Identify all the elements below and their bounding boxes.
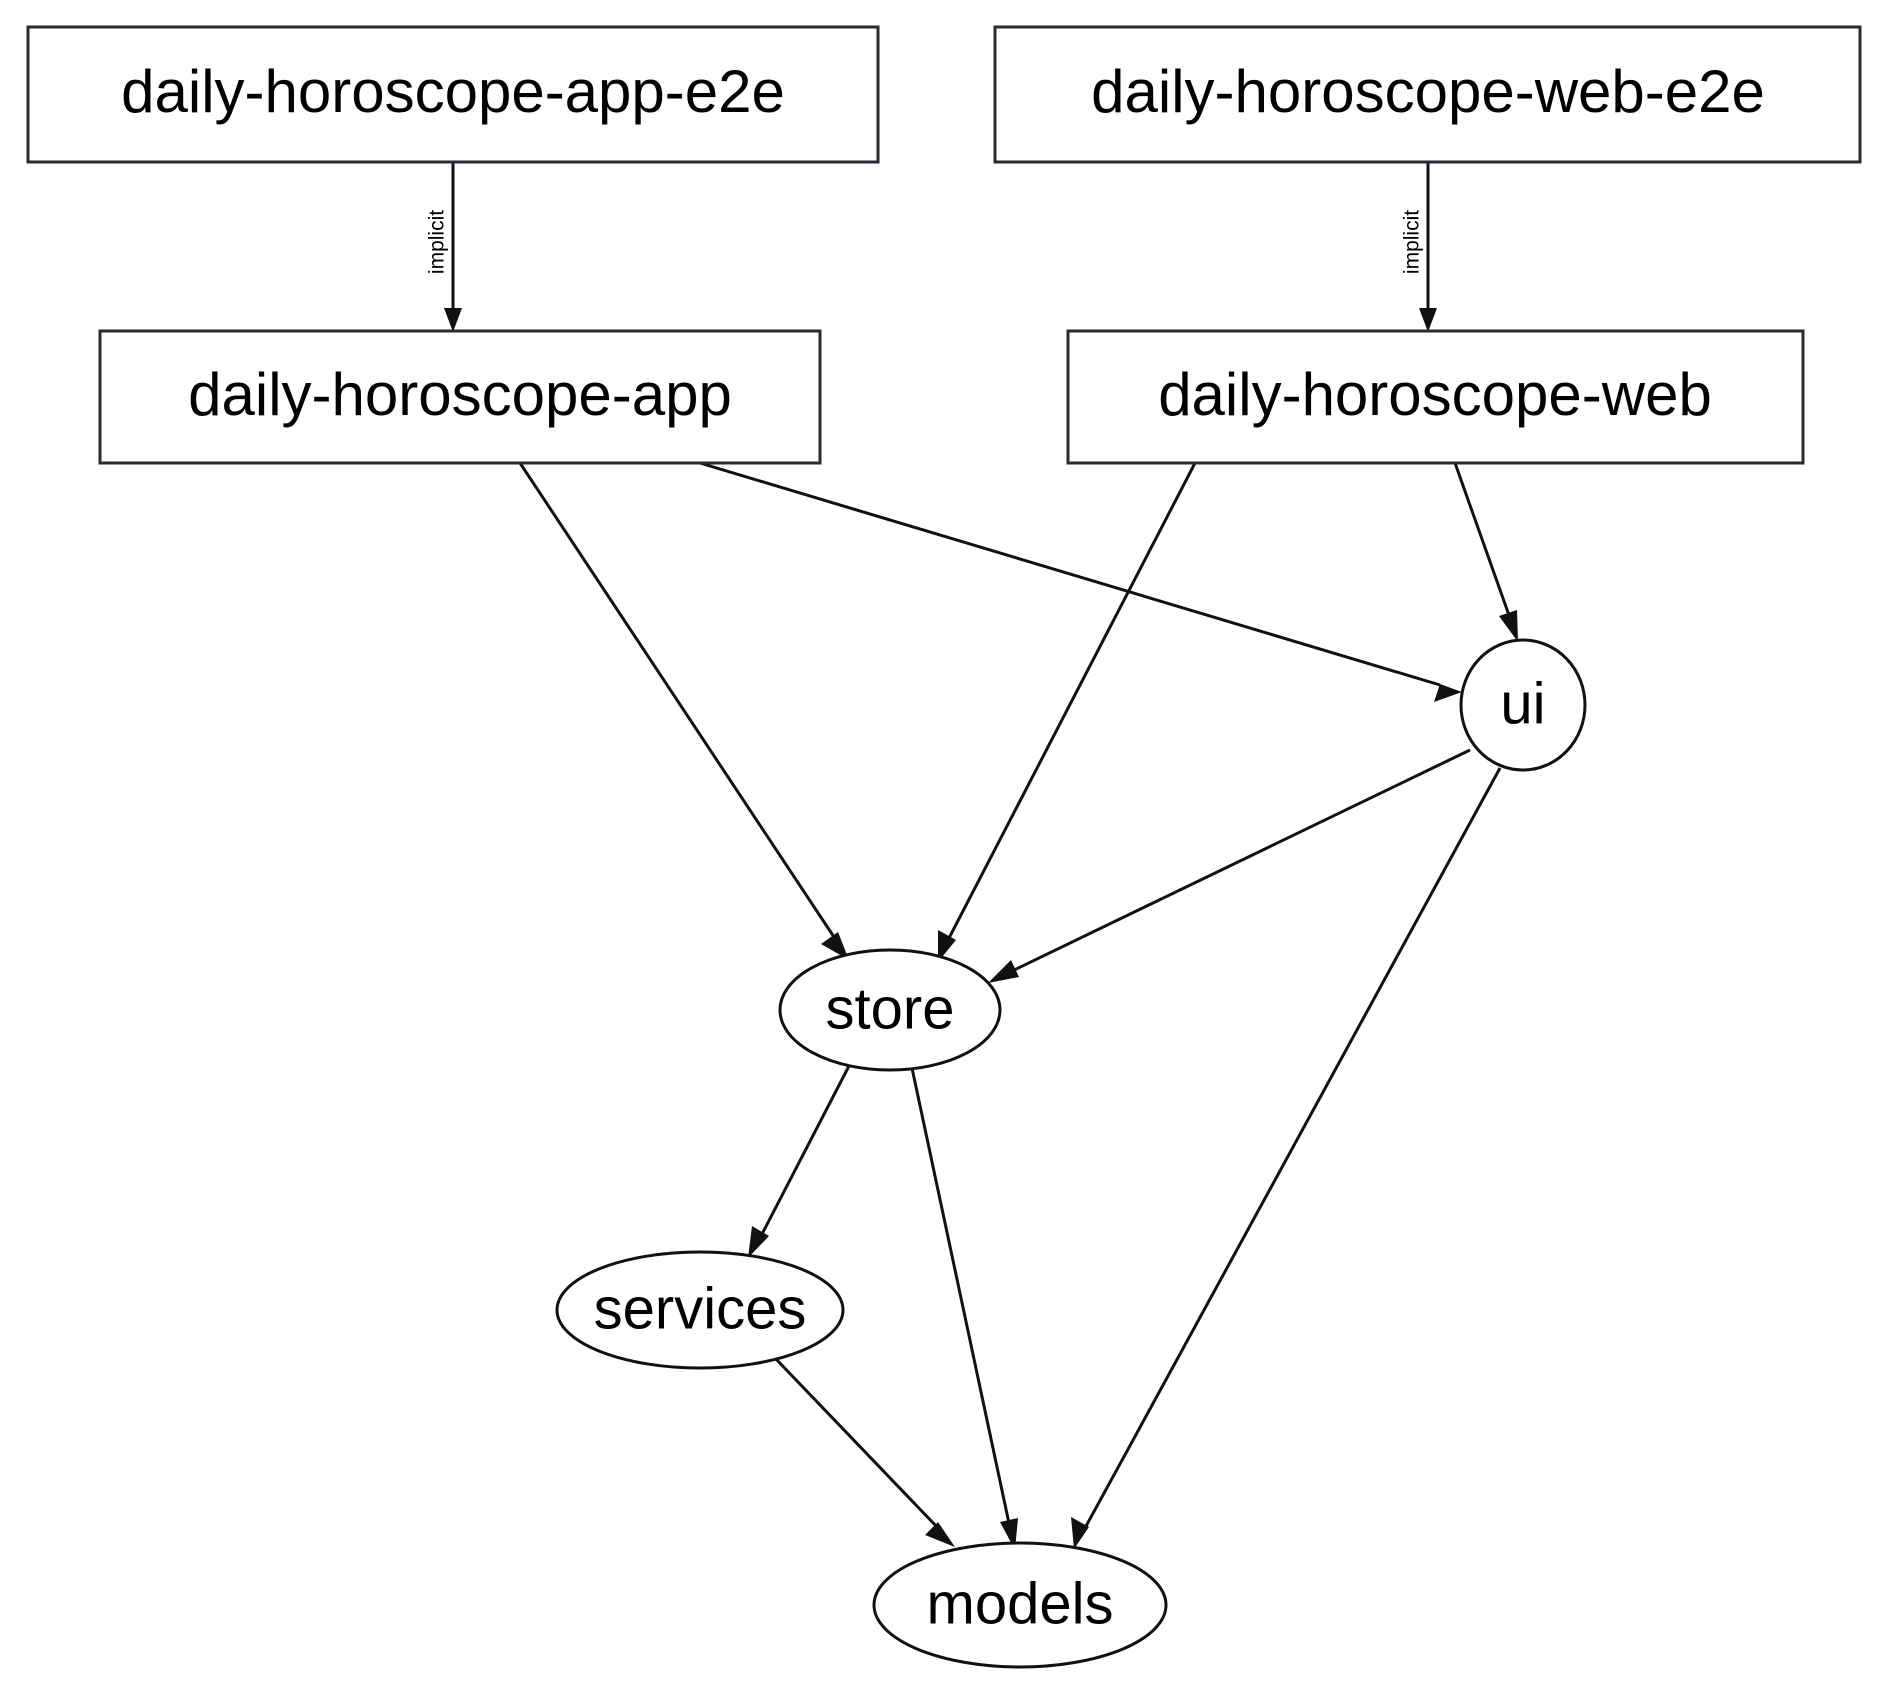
edge-app-to-store xyxy=(518,462,849,960)
edge-app-e2e-to-app: implicit xyxy=(426,162,462,332)
edge-store-to-models xyxy=(910,1067,1018,1550)
node-label: services xyxy=(594,1276,807,1341)
node-shape-rectangle[interactable] xyxy=(1066,329,1805,465)
node-label: ui xyxy=(1500,671,1545,736)
arrowhead-icon xyxy=(925,1522,955,1547)
arrowhead-icon xyxy=(748,1226,769,1258)
edge-label-implicit-web: implicit xyxy=(1401,210,1424,274)
edge-store-to-services xyxy=(748,1063,852,1258)
edge-line xyxy=(518,462,838,941)
node-shape-rectangle[interactable] xyxy=(993,25,1862,164)
node-label: daily-horoscope-app-e2e xyxy=(121,58,785,125)
node-daily-horoscope-app-e2e[interactable]: daily-horoscope-app-e2e xyxy=(26,25,880,164)
arrowhead-icon xyxy=(938,930,956,962)
node-daily-horoscope-app[interactable]: daily-horoscope-app xyxy=(98,329,822,465)
node-shape-rectangle[interactable] xyxy=(98,329,822,465)
node-ui[interactable]: ui xyxy=(1459,638,1587,772)
edge-line xyxy=(699,461,1441,687)
edge-line xyxy=(1009,748,1471,974)
edge-line xyxy=(773,1356,940,1530)
arrowhead-icon xyxy=(1499,610,1518,642)
node-shape-ellipse[interactable] xyxy=(555,1250,845,1370)
node-shape-ellipse[interactable] xyxy=(778,948,1002,1072)
node-store[interactable]: store xyxy=(778,948,1002,1072)
edge-app-to-ui xyxy=(699,461,1462,702)
edge-line xyxy=(758,1063,852,1239)
node-label: models xyxy=(927,1571,1114,1636)
edge-web-to-store xyxy=(938,462,1197,962)
arrowhead-icon xyxy=(1434,684,1462,702)
node-label: daily-horoscope-app xyxy=(188,361,732,428)
edge-ui-to-models xyxy=(1071,767,1502,1549)
arrowhead-icon xyxy=(1071,1517,1089,1549)
node-label: daily-horoscope-web-e2e xyxy=(1091,58,1765,125)
node-daily-horoscope-web[interactable]: daily-horoscope-web xyxy=(1066,329,1805,465)
node-daily-horoscope-web-e2e[interactable]: daily-horoscope-web-e2e xyxy=(993,25,1862,164)
arrowhead-icon xyxy=(1419,308,1437,332)
edge-ui-to-store xyxy=(988,748,1471,983)
edge-web-to-ui xyxy=(1453,462,1518,642)
node-label: daily-horoscope-web xyxy=(1158,361,1712,428)
arrowhead-icon xyxy=(988,960,1019,983)
arrowhead-icon xyxy=(444,308,462,332)
node-shape-rectangle[interactable] xyxy=(26,25,880,164)
node-services[interactable]: services xyxy=(555,1250,845,1370)
arrowhead-icon xyxy=(821,932,849,960)
node-shape-ellipse[interactable] xyxy=(1459,638,1587,772)
edge-services-to-models xyxy=(773,1356,955,1547)
edge-line xyxy=(1083,767,1502,1529)
edge-line xyxy=(946,462,1197,941)
edges-layer: implicit implicit xyxy=(426,162,1518,1550)
nodes-layer: daily-horoscope-app-e2e daily-horoscope-… xyxy=(26,25,1862,1669)
node-label: store xyxy=(826,976,955,1041)
edge-line xyxy=(910,1067,1012,1529)
node-models[interactable]: models xyxy=(872,1541,1168,1669)
edge-web-e2e-to-web: implicit xyxy=(1401,162,1437,332)
edge-label-implicit-app: implicit xyxy=(426,210,449,274)
node-shape-ellipse[interactable] xyxy=(872,1541,1168,1669)
edge-line xyxy=(1453,462,1512,619)
